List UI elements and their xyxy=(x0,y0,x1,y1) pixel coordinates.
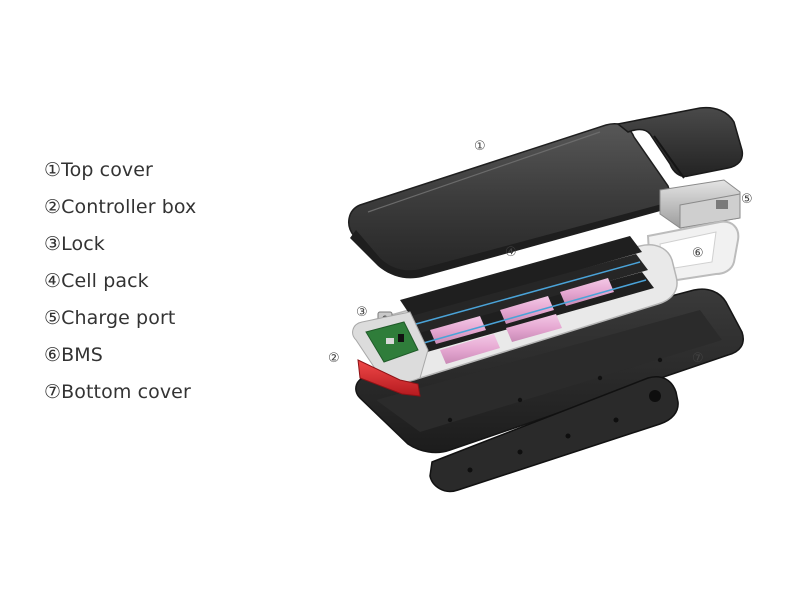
callout-2: ② xyxy=(328,351,340,366)
legend-label: Cell pack xyxy=(61,270,149,292)
legend-marker: ⑥ xyxy=(44,344,62,366)
controller-box xyxy=(352,311,429,397)
legend-marker: ② xyxy=(44,196,62,218)
callout-5: ⑤ xyxy=(741,192,753,207)
legend-label: Charge port xyxy=(61,307,176,329)
legend-marker: ⑤ xyxy=(44,307,62,329)
callout-4: ④ xyxy=(505,245,517,260)
legend-marker: ③ xyxy=(44,233,62,255)
callout-3: ③ xyxy=(356,305,368,320)
legend-label: Lock xyxy=(61,233,105,255)
top-cover-end-cap xyxy=(616,106,744,179)
legend-item-lock: ③Lock xyxy=(44,226,284,263)
legend-item-bottom-cover: ⑦Bottom cover xyxy=(44,374,284,411)
bottom-cover-plate xyxy=(429,376,679,493)
legend-label: Top cover xyxy=(61,159,153,181)
callout-7: ⑦ xyxy=(692,351,704,366)
charge-port xyxy=(659,179,741,229)
bottom-cover xyxy=(355,288,744,454)
callout-6: ⑥ xyxy=(692,246,704,261)
legend-label: Controller box xyxy=(61,196,197,218)
component-legend: ①Top cover ②Controller box ③Lock ④Cell p… xyxy=(44,152,284,411)
legend-marker: ① xyxy=(44,159,62,181)
legend-item-charge-port: ⑤Charge port xyxy=(44,300,284,337)
legend-label: BMS xyxy=(61,344,103,366)
legend-label: Bottom cover xyxy=(61,381,191,403)
legend-item-controller-box: ②Controller box xyxy=(44,189,284,226)
callout-1: ① xyxy=(474,139,486,154)
legend-item-bms: ⑥BMS xyxy=(44,337,284,374)
legend-item-top-cover: ①Top cover xyxy=(44,152,284,189)
cell-pack xyxy=(400,236,654,364)
legend-marker: ④ xyxy=(44,270,62,292)
legend-marker: ⑦ xyxy=(44,381,62,403)
legend-item-cell-pack: ④Cell pack xyxy=(44,263,284,300)
